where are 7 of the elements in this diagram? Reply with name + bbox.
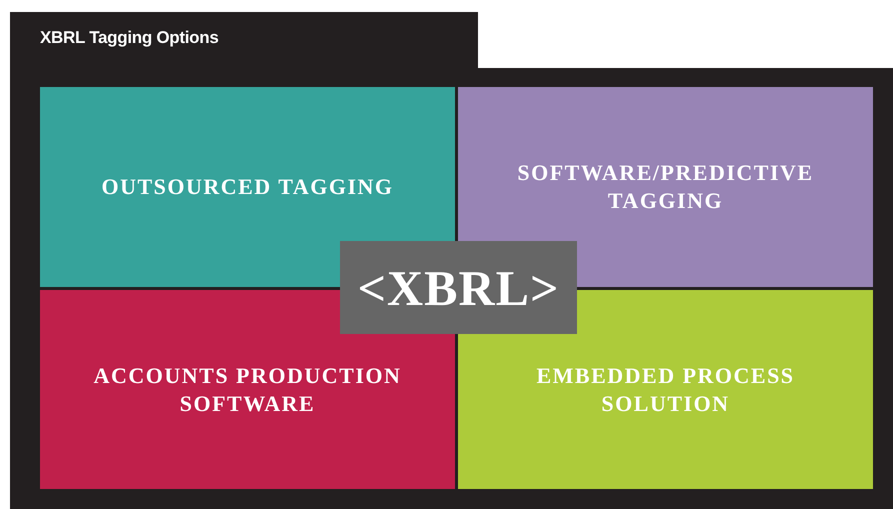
category-label: OUTSOURCED TAGGING — [101, 173, 394, 201]
category-label: SOFTWARE/PREDICTIVE TAGGING — [516, 159, 815, 215]
center-badge — [340, 241, 577, 334]
category-label: ACCOUNTS PRODUCTION SOFTWARE — [92, 362, 402, 418]
badge-label: <XBRL> — [358, 260, 560, 316]
category-label: EMBEDDED PROCESS SOLUTION — [535, 362, 796, 418]
title-text: XBRL Tagging Options — [40, 28, 218, 48]
